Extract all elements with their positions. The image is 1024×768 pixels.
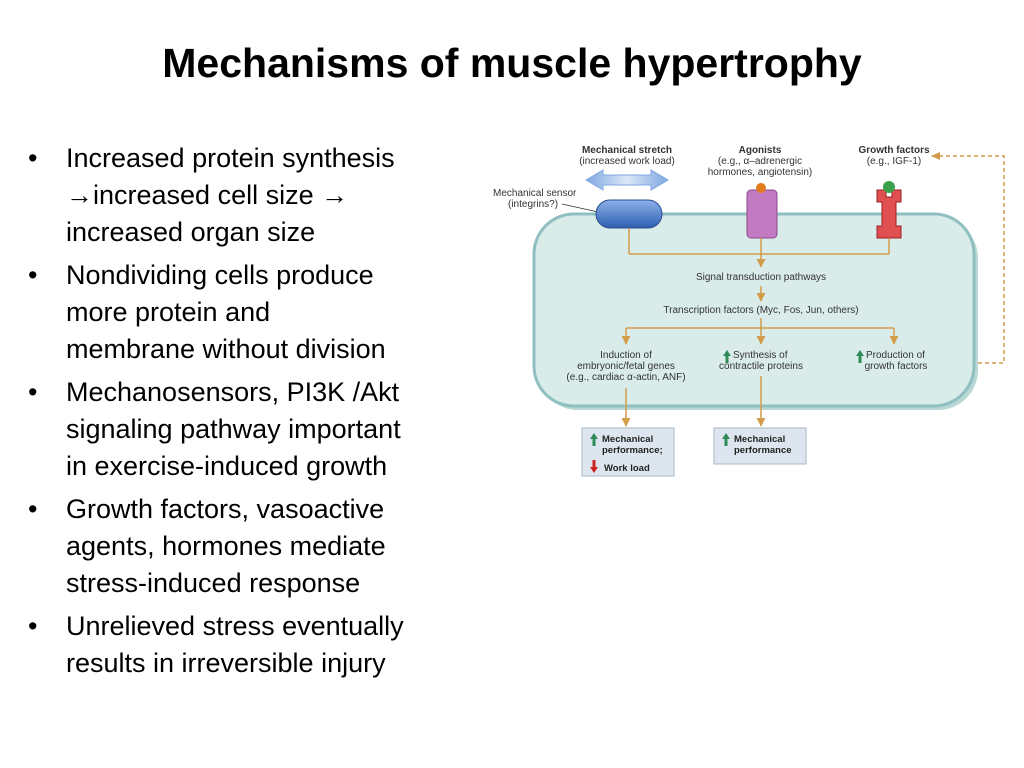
- bullet-item: • Growth factors, vasoactive agents, hormo…: [28, 491, 498, 602]
- transcription-factors-label: Transcription factors (Myc, Fos, Jun, ot…: [663, 305, 858, 316]
- bullet-dot: •: [28, 143, 38, 173]
- feedback-arrow-head: [931, 152, 940, 160]
- bullet-line: Nondividing cells produce: [66, 260, 374, 290]
- bullet-item: • Mechanosensors, PI3K /Akt signaling path…: [28, 374, 498, 485]
- bullet-line: more protein and: [66, 297, 271, 327]
- synthesis-label-2: contractile proteins: [719, 361, 803, 372]
- agonists-sub-1: (e.g., α–adrenergic: [718, 156, 802, 167]
- hypertrophy-diagram: Mechanical stretch (increased work load)…: [493, 145, 1005, 477]
- induction-label-1: Induction of: [600, 350, 652, 361]
- box2-line-1: Mechanical: [734, 434, 785, 445]
- production-label-2: growth factors: [865, 361, 928, 372]
- growth-factors-title: Growth factors: [858, 145, 930, 156]
- bullet-line: →increased cell size →: [66, 180, 349, 210]
- bullet-line: Increased protein synthesis: [66, 143, 395, 173]
- bullet-line: increased organ size: [66, 217, 316, 247]
- bullet-line: stress-induced response: [66, 568, 361, 598]
- growth-factor-ligand-icon: [883, 181, 895, 193]
- outcome-box-performance: [713, 427, 807, 465]
- agonists-sub-2: hormones, angiotensin): [708, 167, 813, 178]
- box1-line-3: Work load: [604, 463, 650, 474]
- up-arrow-icon: [590, 433, 598, 446]
- up-arrow-icon: [722, 433, 730, 446]
- sensor-label-2: (integrins?): [508, 199, 558, 210]
- box1-line-1: Mechanical: [602, 434, 653, 445]
- bullet-line: Growth factors, vasoactive: [66, 494, 385, 524]
- production-label-1: Production of: [866, 350, 925, 361]
- bullet-line: agents, hormones mediate: [66, 531, 386, 561]
- box1-line-2: performance;: [602, 445, 663, 456]
- mechanical-stretch-title: Mechanical stretch: [582, 145, 672, 156]
- induction-label-3: (e.g., cardiac α-actin, ANF): [566, 372, 685, 383]
- box2-line-2: performance: [734, 445, 792, 456]
- sensor-label-1: Mechanical sensor: [493, 188, 577, 199]
- stretch-arrow: [585, 169, 669, 191]
- signal-transduction-label: Signal transduction pathways: [696, 272, 826, 283]
- bullet-line: results in irreversible injury: [66, 648, 386, 678]
- bullet-line: in exercise-induced growth: [66, 451, 388, 481]
- bullet-dot: •: [28, 494, 38, 524]
- growth-factors-sub: (e.g., IGF-1): [867, 156, 921, 167]
- bullet-line: Unrelieved stress eventually: [66, 611, 404, 641]
- mechanical-stretch-sub: (increased work load): [579, 156, 675, 167]
- bullet-line: Mechanosensors, PI3K /Akt: [66, 377, 400, 407]
- slide-title: Mechanisms of muscle hypertrophy: [162, 40, 862, 86]
- bullet-list: • Increased protein synthesis →increased c…: [28, 140, 498, 688]
- bullet-item: • Nondividing cells produce more protein a…: [28, 257, 498, 368]
- synthesis-label-1: Synthesis of: [733, 350, 788, 361]
- sensor-leader-line: [561, 203, 599, 213]
- outcome-box-performance-workload: [581, 427, 675, 477]
- bullet-line: membrane without division: [66, 334, 386, 364]
- up-arrow-icon: [856, 350, 864, 363]
- mechanical-sensor-icon: [595, 199, 663, 229]
- bullet-dot: •: [28, 260, 38, 290]
- up-arrow-icon: [723, 350, 731, 363]
- bullet-dot: •: [28, 611, 38, 641]
- pathway-lines: [621, 228, 899, 427]
- growth-factor-receptor-icon: [876, 189, 902, 239]
- bullet-item: • Unrelieved stress eventually results in …: [28, 608, 498, 682]
- down-arrow-icon: [590, 460, 598, 473]
- agonist-receptor-icon: [746, 189, 778, 239]
- agonist-ligand-icon: [756, 183, 766, 193]
- bullet-item: • Increased protein synthesis →increased c…: [28, 140, 498, 251]
- bullet-dot: •: [28, 377, 38, 407]
- agonists-title: Agonists: [739, 145, 782, 156]
- bullet-line: signaling pathway important: [66, 414, 401, 444]
- induction-label-2: embryonic/fetal genes: [577, 361, 675, 372]
